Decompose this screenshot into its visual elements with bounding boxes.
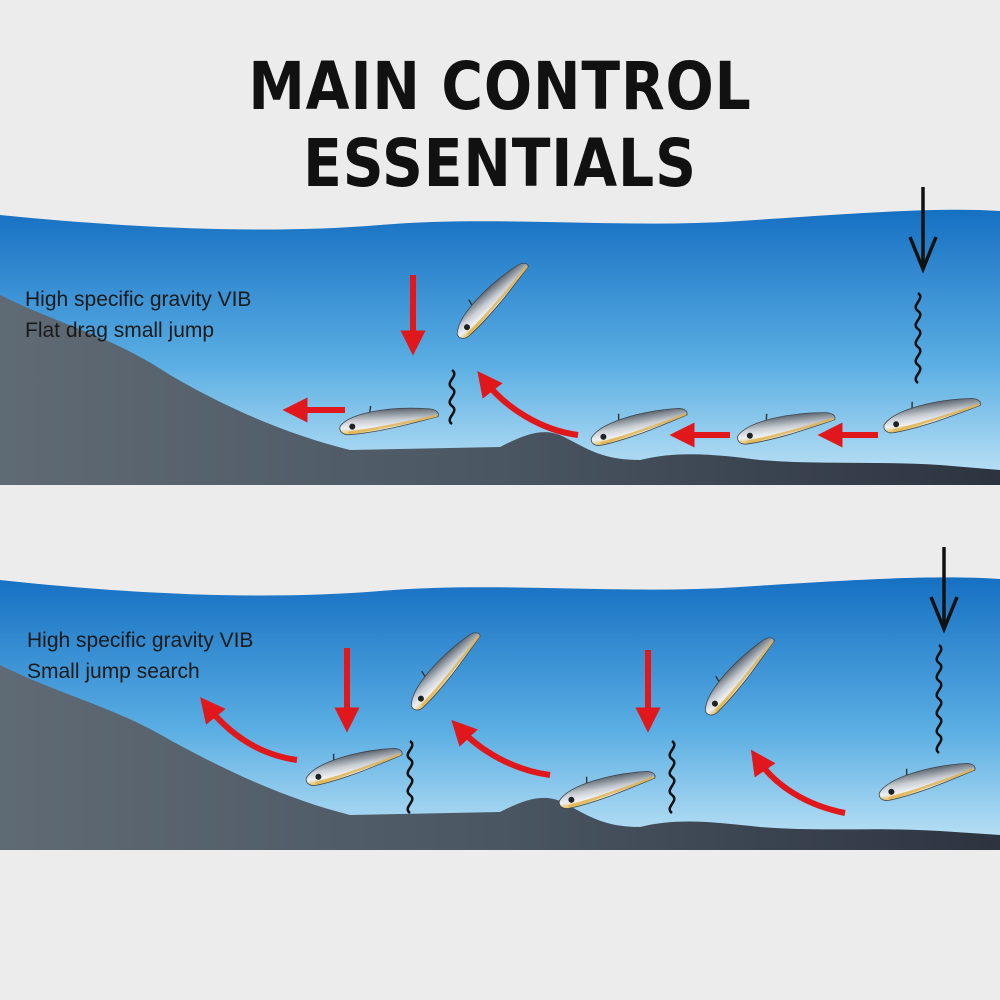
jump-arrow [477,371,579,438]
panel-flat-drag: High specific gravity VIB Flat drag smal… [0,185,1000,490]
diagram-small-jump [0,547,1000,855]
vibration-wave [448,369,456,425]
vibration-wave [935,644,943,754]
jump-arrow [200,697,298,763]
vibration-wave [668,740,676,814]
drop-arrow-black [929,547,959,754]
caption-line-2: Small jump search [27,660,200,683]
diagram-flat-drag [0,187,1000,490]
panel-caption: High specific gravity VIB Small jump sea… [27,625,253,687]
seabed [0,665,1000,855]
vibration-wave [914,292,922,384]
caption-line-1: High specific gravity VIB [27,629,254,652]
jump-arrow [451,719,551,778]
panel-caption: High specific gravity VIB Flat drag smal… [25,284,251,346]
jump-arrow [750,749,846,816]
caption-line-2: Flat drag small jump [25,319,215,342]
caption-line-1: High specific gravity VIB [25,288,252,311]
seabed [0,295,1000,490]
drop-arrow-black [908,187,938,384]
vibration-wave [406,740,414,814]
panel-small-jump: High specific gravity VIB Small jump sea… [0,545,1000,855]
page-title: MAIN CONTROL ESSENTIALS [248,48,752,202]
